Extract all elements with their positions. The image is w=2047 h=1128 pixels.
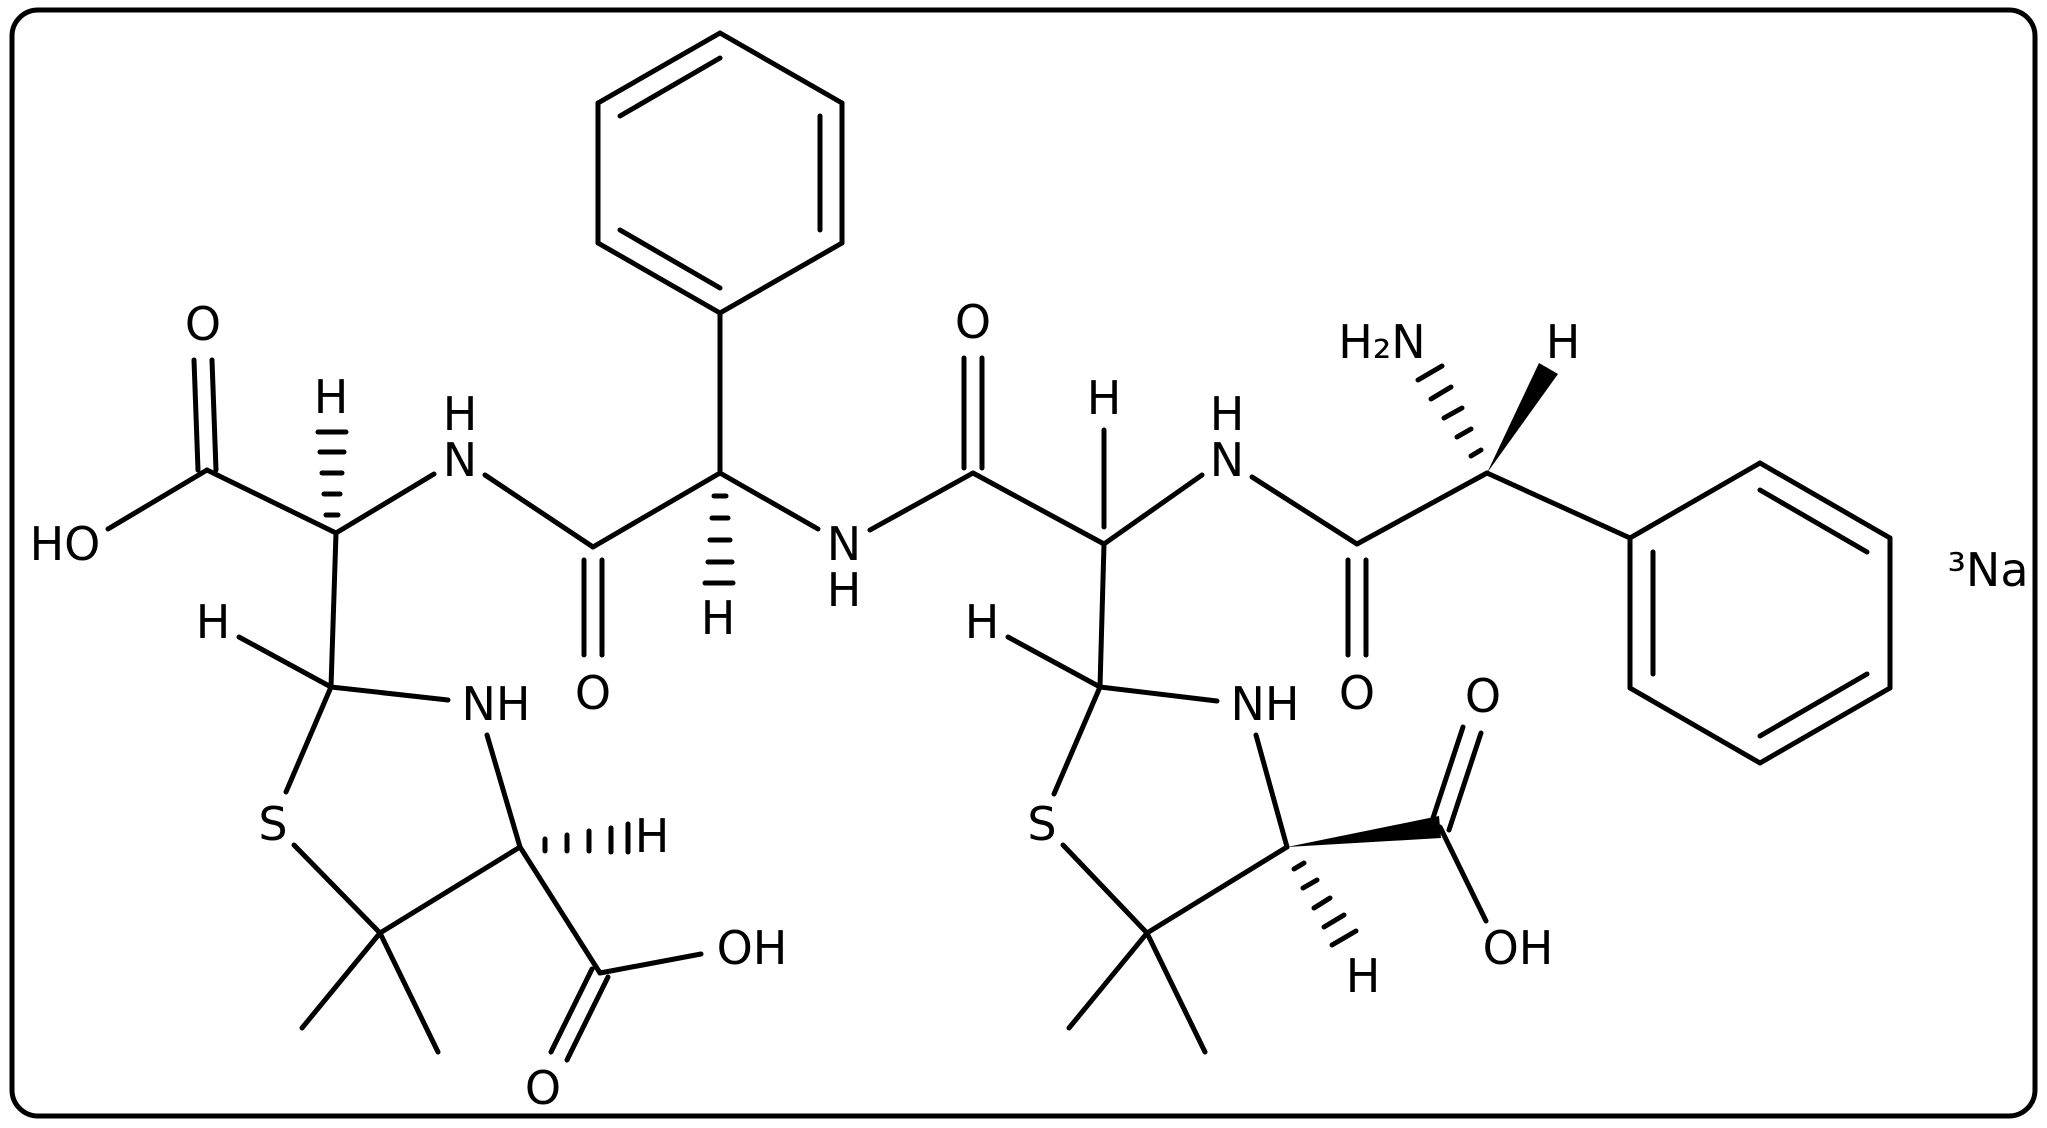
atom-label-stereo-h-4: H [1546, 315, 1581, 369]
phenyl-ring-right [1627, 460, 1893, 766]
atom-label-stereo-h-5: H [635, 809, 670, 863]
atom-label-ring-h-right: H [965, 595, 1000, 649]
atom-label-carbonyl-o-amide3: O [1339, 666, 1375, 720]
atom-label-stereo-h-3: H [1087, 371, 1122, 425]
bold-wedge-cooh [1287, 816, 1441, 847]
atom-label-ring-nh-left: NH [462, 677, 531, 731]
frame-border [9, 7, 2038, 1119]
atom-label-stereo-h-6: H [1346, 949, 1381, 1003]
atom-label-stereo-h-2: H [701, 591, 736, 645]
phenyl-ring-top [595, 30, 845, 316]
atom-label-ring-nh-right: NH [1231, 677, 1300, 731]
atom-label-carbonyl-o-amide1: O [575, 666, 611, 720]
atom-label-amide3-h: H [1210, 387, 1245, 441]
atom-label-ho-left-acid: HO [30, 517, 101, 571]
atom-label-amide2-n: N [827, 517, 861, 571]
thiazolidine-ring-right [1005, 634, 1489, 1055]
atom-label-carbonyl-o-left-acid: O [185, 297, 221, 351]
atom-label-stereo-h-1: H [314, 370, 349, 424]
thiazolidine-ring-left [236, 634, 704, 1063]
atom-label-amide2-h: H [827, 563, 862, 617]
atom-label-carbonyl-o-amide2: O [955, 295, 991, 349]
stereo-bonds [315, 363, 1558, 948]
atom-label-oh-right-ring-acid: OH [1483, 921, 1554, 975]
backbone-bonds [105, 310, 1633, 690]
atom-labels: O HO H H N O H N H O H H N O H₂N H H NH … [30, 295, 2029, 1115]
atom-label-amine-h2n: H₂N [1338, 315, 1425, 369]
atom-label-o-right-ring-acid: O [1465, 669, 1501, 723]
atom-label-amide1-n: N [443, 433, 477, 487]
atom-label-o-left-ring-acid: O [525, 1061, 561, 1115]
atom-label-amide1-h: H [443, 387, 478, 441]
atom-label-s-left: S [258, 797, 287, 851]
atom-label-amide3-n: N [1210, 433, 1244, 487]
atom-label-oh-left-ring-acid: OH [717, 921, 788, 975]
atom-label-s-right: S [1027, 797, 1056, 851]
bold-wedge-h [1487, 363, 1558, 473]
atom-label-ring-h-left: H [196, 595, 231, 649]
counterion-label-na: ³Na [1947, 543, 2028, 597]
